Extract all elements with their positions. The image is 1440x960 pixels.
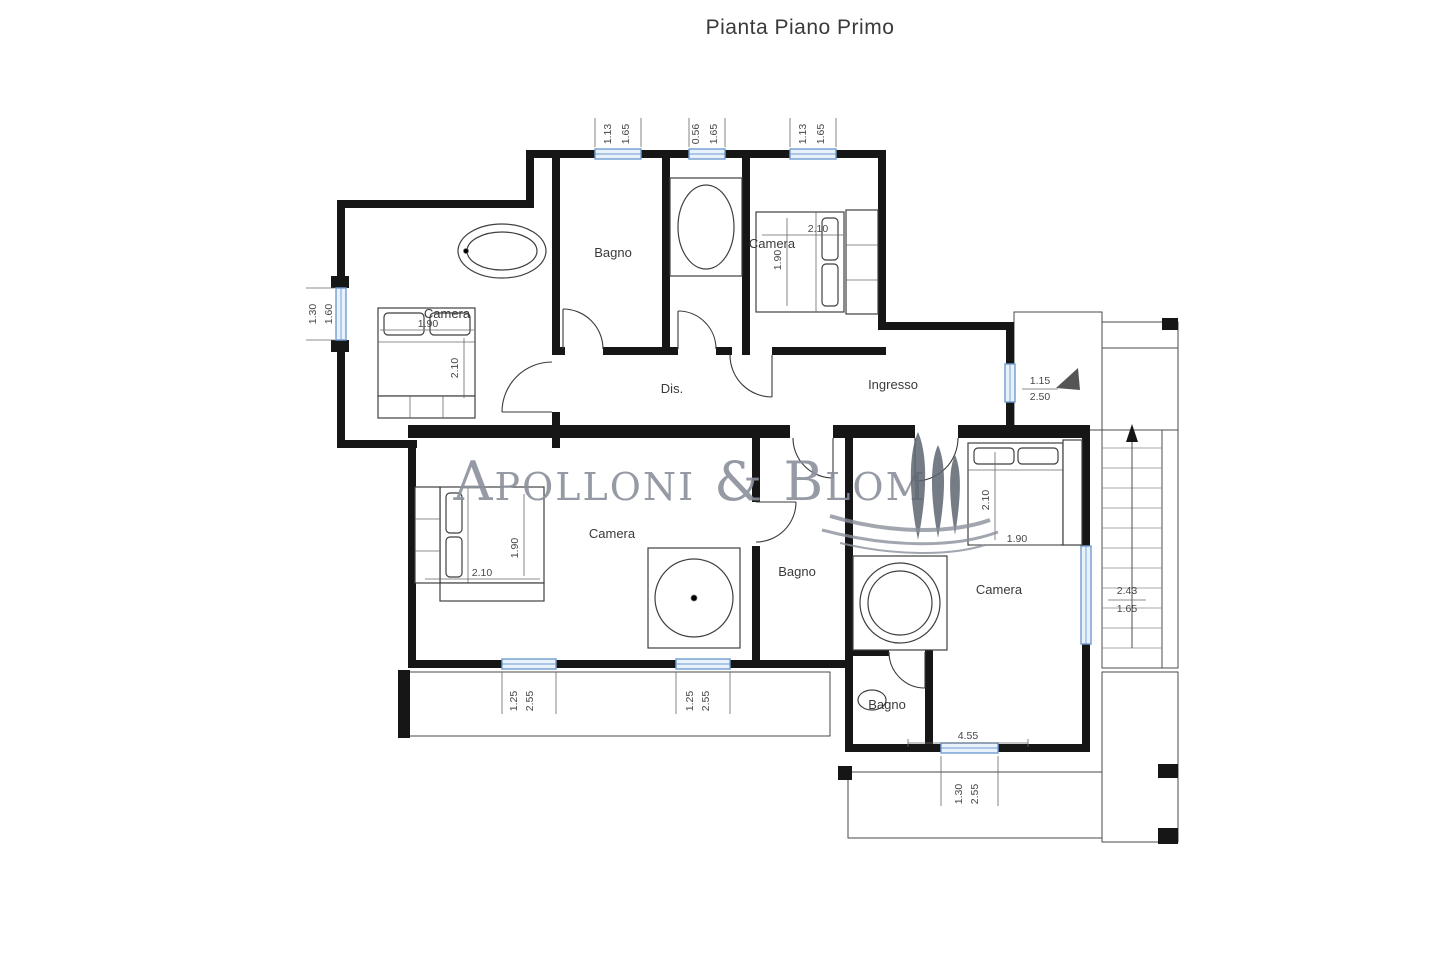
room-label-bagno-n: Bagno — [594, 245, 632, 260]
dim-bed-nw-h: 2.10 — [449, 358, 461, 379]
watermark-text: Apolloni & Blom — [453, 450, 927, 513]
watermark: Apolloni & Blom — [453, 432, 999, 555]
terrace-bottom-right — [1101, 671, 1179, 843]
dim-bed-se-h: 2.10 — [980, 490, 992, 511]
dim-right-a: 2.43 — [1117, 585, 1138, 597]
bed-se — [967, 439, 1083, 546]
terraces — [398, 311, 1179, 844]
window-right — [1080, 545, 1092, 645]
dim-bed-ne-w: 2.10 — [808, 223, 829, 235]
room-label-bagno-s: Bagno — [778, 564, 816, 579]
window-top-left — [594, 148, 642, 160]
dim-top-left-a: 1.13 — [602, 124, 614, 145]
dim-bed-sw-w: 2.10 — [472, 567, 493, 579]
pier — [398, 670, 410, 738]
window-bottom-left — [501, 658, 557, 670]
dim-bottom-mid-b: 2.55 — [700, 691, 712, 712]
dim-bed-sw-h: 1.90 — [509, 538, 521, 559]
sink-bagno-se — [857, 689, 887, 711]
dim-bottom-se-b: 2.55 — [969, 784, 981, 805]
dim-entry-b: 2.50 — [1030, 391, 1051, 403]
bed-ne — [755, 209, 879, 315]
room-label-camera-sw: Camera — [589, 526, 636, 541]
entry-door-swing-icon — [1056, 368, 1080, 390]
room-label-ingresso: Ingresso — [868, 377, 918, 392]
dim-top-left-b: 1.65 — [620, 124, 632, 145]
door-bath-small — [677, 310, 717, 350]
door-bagno-s — [792, 437, 834, 479]
dim-bottom-left-a: 1.25 — [508, 691, 520, 712]
pier — [838, 766, 852, 780]
landing-top-right — [1101, 321, 1179, 431]
window-bottom-middle — [675, 658, 731, 670]
dimension-labels: 1.13 1.65 0.56 1.65 1.13 1.65 1.30 1.60 … — [306, 118, 1146, 806]
pier — [1162, 318, 1178, 330]
dim-bed-se-w: 1.90 — [1007, 533, 1028, 545]
window-left — [335, 287, 347, 341]
door-camera-nw — [501, 361, 553, 413]
dim-top-right-a: 1.13 — [797, 124, 809, 145]
door-bagno-n — [562, 308, 604, 350]
shower-sw — [647, 547, 741, 649]
room-label-camera-nw: Camera — [424, 306, 471, 321]
room-labels: Camera Bagno Camera Dis. Ingresso Camera… — [424, 236, 1023, 712]
window-top-middle — [688, 148, 726, 160]
dim-bottom-se-a: 1.30 — [953, 784, 965, 805]
dim-bottom-mid-a: 1.25 — [684, 691, 696, 712]
bathtub-small-bath — [669, 177, 743, 277]
door-bagno-se — [888, 651, 926, 689]
dim-left-a: 1.30 — [307, 304, 319, 325]
room-label-camera-ne: Camera — [749, 236, 796, 251]
bed-nw — [377, 307, 476, 419]
terrace-bottom-left — [399, 671, 831, 737]
shower-se — [852, 555, 948, 651]
dim-bed-ne-h: 1.90 — [772, 250, 784, 271]
entry-door-window — [1004, 363, 1016, 403]
window-bottom-se — [940, 742, 999, 754]
bed-sw — [414, 486, 545, 602]
staircase — [1101, 424, 1179, 669]
terrace-top-right — [1013, 311, 1103, 431]
door-camera-ne — [729, 354, 773, 398]
dim-left-b: 1.60 — [323, 304, 335, 325]
terrace-top-right-strip — [1101, 321, 1179, 349]
stair-direction-arrow-icon — [1126, 424, 1138, 442]
dim-bottom-left-b: 2.55 — [524, 691, 536, 712]
pier — [1158, 764, 1178, 778]
page-title: Pianta Piano Primo — [705, 16, 895, 39]
door-camera-sw-bagno — [755, 501, 797, 543]
dim-top-right-b: 1.65 — [815, 124, 827, 145]
dim-se-width: 4.55 — [958, 730, 979, 742]
room-label-bagno-se: Bagno — [868, 697, 906, 712]
stair-side — [1161, 429, 1179, 669]
dim-bed-nw-w: 1.90 — [418, 318, 439, 330]
dim-entry-a: 1.15 — [1030, 375, 1051, 387]
furniture — [377, 177, 1083, 711]
window-top-right — [789, 148, 837, 160]
room-label-camera-se: Camera — [976, 582, 1023, 597]
dim-top-mid-a: 0.56 — [690, 124, 702, 145]
windows — [335, 148, 1092, 754]
pier — [1158, 828, 1178, 844]
cypress-trees-logo-icon — [821, 432, 999, 555]
bathtub-nw — [457, 223, 547, 279]
dim-top-mid-b: 1.65 — [708, 124, 720, 145]
doors — [501, 308, 1080, 689]
dim-right-b: 1.65 — [1117, 603, 1138, 615]
room-label-dis: Dis. — [661, 381, 683, 396]
